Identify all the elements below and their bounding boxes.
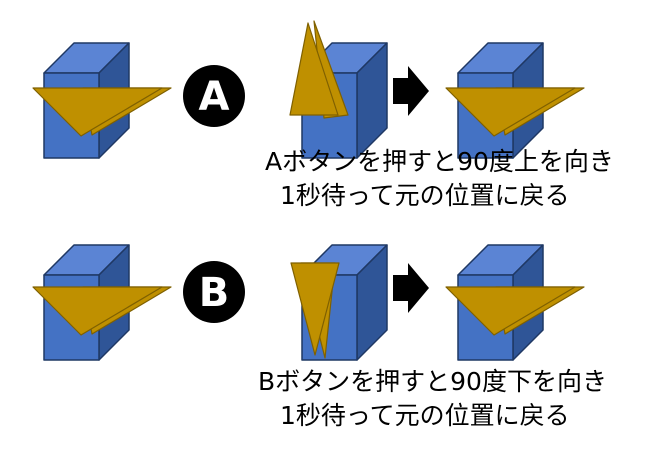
badge-circle-a (183, 65, 245, 127)
right-arrow-icon-b (393, 263, 429, 313)
button-badge-b: B (183, 261, 245, 323)
badge-label-a: A (199, 74, 230, 120)
caption-a-line2: 1秒待って元の位置に戻る (280, 181, 570, 210)
right-arrow-icon-a (393, 66, 429, 116)
caption-a-line1: Aボタンを押すと90度上を向き (265, 147, 614, 176)
button-badge-a: A (183, 65, 245, 127)
badge-circle-b (183, 261, 245, 323)
row-b: B Bボタンを押すと90度下を向き 1秒待って元の位置に戻る (32, 244, 607, 430)
badge-label-b: B (199, 270, 230, 316)
caption-b-line1: Bボタンを押すと90度下を向き (258, 367, 607, 396)
row-a: A Aボタンを押すと90度上を向き 1秒待って元の位置に戻る (32, 20, 614, 210)
caption-b-line2: 1秒待って元の位置に戻る (280, 401, 570, 430)
